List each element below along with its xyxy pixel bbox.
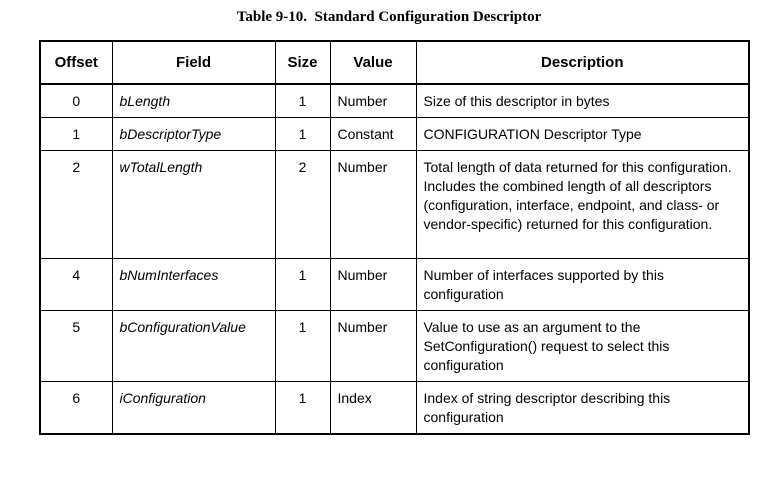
table-row: 1 bDescriptorType 1 Constant CONFIGURATI…	[39, 117, 750, 151]
table-caption: Table 9-10. Standard Configuration Descr…	[236, 9, 542, 25]
header-row: Offset Field Size Value Description	[39, 41, 750, 85]
field-cell: bLength	[111, 83, 276, 118]
value-cell: Index	[329, 381, 417, 435]
value-cell: Number	[329, 258, 417, 311]
offset-cell: 4	[39, 258, 113, 311]
value-cell: Constant	[329, 117, 417, 151]
header-field: Field	[111, 41, 276, 85]
field-cell: wTotalLength	[111, 150, 276, 259]
size-cell: 2	[274, 150, 331, 259]
size-cell: 1	[274, 83, 331, 118]
table-row: 5 bConfigurationValue 1 Number Value to …	[39, 310, 750, 382]
value-cell: Number	[329, 83, 417, 118]
field-cell: bConfigurationValue	[111, 310, 276, 382]
size-cell: 1	[274, 117, 331, 151]
offset-cell: 1	[39, 117, 113, 151]
table-row: 0 bLength 1 Number Size of this descript…	[39, 83, 750, 118]
table-row: 4 bNumInterfaces 1 Number Number of inte…	[39, 258, 750, 311]
value-cell: Number	[329, 150, 417, 259]
header-offset: Offset	[39, 41, 113, 85]
offset-cell: 6	[39, 381, 113, 435]
description-cell: Number of interfaces supported by this c…	[415, 258, 750, 311]
field-cell: iConfiguration	[111, 381, 276, 435]
table-row: 2 wTotalLength 2 Number Total length of …	[39, 150, 750, 259]
header-description: Description	[415, 41, 750, 85]
offset-cell: 5	[39, 310, 113, 382]
table-row: 6 iConfiguration 1 Index Index of string…	[39, 381, 750, 435]
header-value: Value	[329, 41, 417, 85]
field-cell: bDescriptorType	[111, 117, 276, 151]
description-cell: Index of string descriptor describing th…	[415, 381, 750, 435]
size-cell: 1	[274, 381, 331, 435]
description-cell: Size of this descriptor in bytes	[415, 83, 750, 118]
field-cell: bNumInterfaces	[111, 258, 276, 311]
header-size: Size	[274, 41, 331, 85]
size-cell: 1	[274, 258, 331, 311]
description-cell: Value to use as an argument to the SetCo…	[415, 310, 750, 382]
description-cell: CONFIGURATION Descriptor Type	[415, 117, 750, 151]
configuration-descriptor-table: Offset Field Size Value Description 0 bL…	[39, 40, 750, 435]
size-cell: 1	[274, 310, 331, 382]
value-cell: Number	[329, 310, 417, 382]
description-cell: Total length of data returned for this c…	[415, 150, 750, 259]
offset-cell: 2	[39, 150, 113, 259]
offset-cell: 0	[39, 83, 113, 118]
